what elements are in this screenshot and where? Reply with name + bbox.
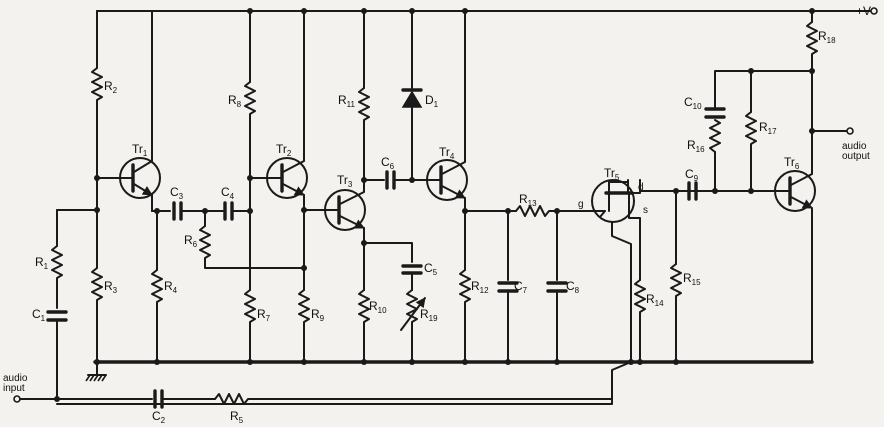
resistor-R14 xyxy=(634,279,646,363)
resistor-R10 xyxy=(358,289,370,363)
label-R14: R14 xyxy=(646,292,664,308)
supply-terminal[interactable] xyxy=(870,7,878,15)
resistor-R9 xyxy=(298,289,310,363)
label-Tr6: Tr6 xyxy=(784,155,800,171)
label-Tr1: Tr1 xyxy=(132,142,148,158)
label-Tr4: Tr4 xyxy=(439,145,455,161)
label-fet-source: s xyxy=(643,205,648,216)
label-fet-gate: g xyxy=(578,199,584,210)
label-fet-drain: d xyxy=(638,182,644,193)
label-C7: C7 xyxy=(514,279,528,295)
transistor-Tr6 xyxy=(774,170,816,212)
label-R16: R16 xyxy=(687,138,705,154)
label-R17: R17 xyxy=(759,120,777,136)
label-Tr2: Tr2 xyxy=(276,142,292,158)
label-R3: R3 xyxy=(104,279,118,295)
transistor-Tr3 xyxy=(323,179,366,291)
resistor-R11 xyxy=(358,87,370,181)
label-R18: R18 xyxy=(818,29,836,45)
resistor-R2 xyxy=(91,67,103,179)
label-Tr5: Tr5 xyxy=(604,166,620,182)
label-audio-output-2: output xyxy=(842,151,870,162)
label-R19: R19 xyxy=(420,307,438,323)
label-R6: R6 xyxy=(184,233,198,249)
capacitor-C5 xyxy=(401,264,423,291)
capacitor-C3 xyxy=(172,201,224,221)
ground-rail xyxy=(93,208,814,364)
capacitor-C6 xyxy=(385,170,413,190)
label-R11: R11 xyxy=(338,93,356,109)
label-audio-input-2: input xyxy=(3,383,25,394)
resistor-R15 xyxy=(670,190,682,363)
resistor-R1 xyxy=(51,245,63,309)
resistor-R16 xyxy=(709,119,721,153)
label-C8: C8 xyxy=(566,279,580,295)
label-R4: R4 xyxy=(164,279,178,295)
resistor-R6 xyxy=(199,225,305,269)
label-audio-output-1: audio xyxy=(842,141,867,152)
capacitor-C8 xyxy=(546,281,568,363)
resistor-R5 xyxy=(214,393,613,405)
label-R5: R5 xyxy=(230,409,244,425)
label-R2: R2 xyxy=(104,79,118,95)
label-D1: D1 xyxy=(425,93,439,109)
label-R15: R15 xyxy=(683,271,701,287)
label-C10: C10 xyxy=(684,95,702,111)
label-C5: C5 xyxy=(424,261,438,277)
label-audio-input-1: audio xyxy=(3,373,28,384)
supply-label: +V xyxy=(856,4,871,18)
label-C4: C4 xyxy=(221,185,235,201)
resistor-R13 xyxy=(515,205,586,217)
capacitor-C7 xyxy=(497,281,519,363)
capacitor-C10 xyxy=(704,70,813,119)
label-C9: C9 xyxy=(685,167,699,183)
capacitor-C4 xyxy=(223,201,251,221)
resistor-R17 xyxy=(745,70,757,192)
label-Tr3: Tr3 xyxy=(337,173,353,189)
label-R9: R9 xyxy=(311,307,325,323)
label-R8: R8 xyxy=(228,93,242,109)
label-C6: C6 xyxy=(381,155,395,171)
resistor-R8 xyxy=(244,81,256,179)
resistor-R7 xyxy=(244,289,256,363)
label-R1: R1 xyxy=(35,255,49,271)
resistor-R19 xyxy=(400,289,426,363)
resistor-R3 xyxy=(91,267,103,363)
transistor-Tr5 xyxy=(584,179,641,223)
diode-D1 xyxy=(401,88,423,181)
label-R10: R10 xyxy=(369,299,387,315)
transistor-Tr4 xyxy=(426,10,468,271)
resistor-R12 xyxy=(459,269,471,363)
capacitor-C1 xyxy=(46,310,68,400)
label-R7: R7 xyxy=(257,307,271,323)
ground-symbol xyxy=(85,361,107,382)
resistor-R18 xyxy=(806,21,818,72)
label-C2: C2 xyxy=(152,409,166,425)
label-C1: C1 xyxy=(32,307,46,323)
transistor-Tr1 xyxy=(117,10,161,212)
label-R12: R12 xyxy=(471,279,489,295)
resistor-R4 xyxy=(151,269,163,363)
label-R13: R13 xyxy=(519,192,537,208)
label-C3: C3 xyxy=(170,185,184,201)
output-terminal[interactable] xyxy=(846,127,854,135)
capacitor-C2 xyxy=(153,389,216,409)
